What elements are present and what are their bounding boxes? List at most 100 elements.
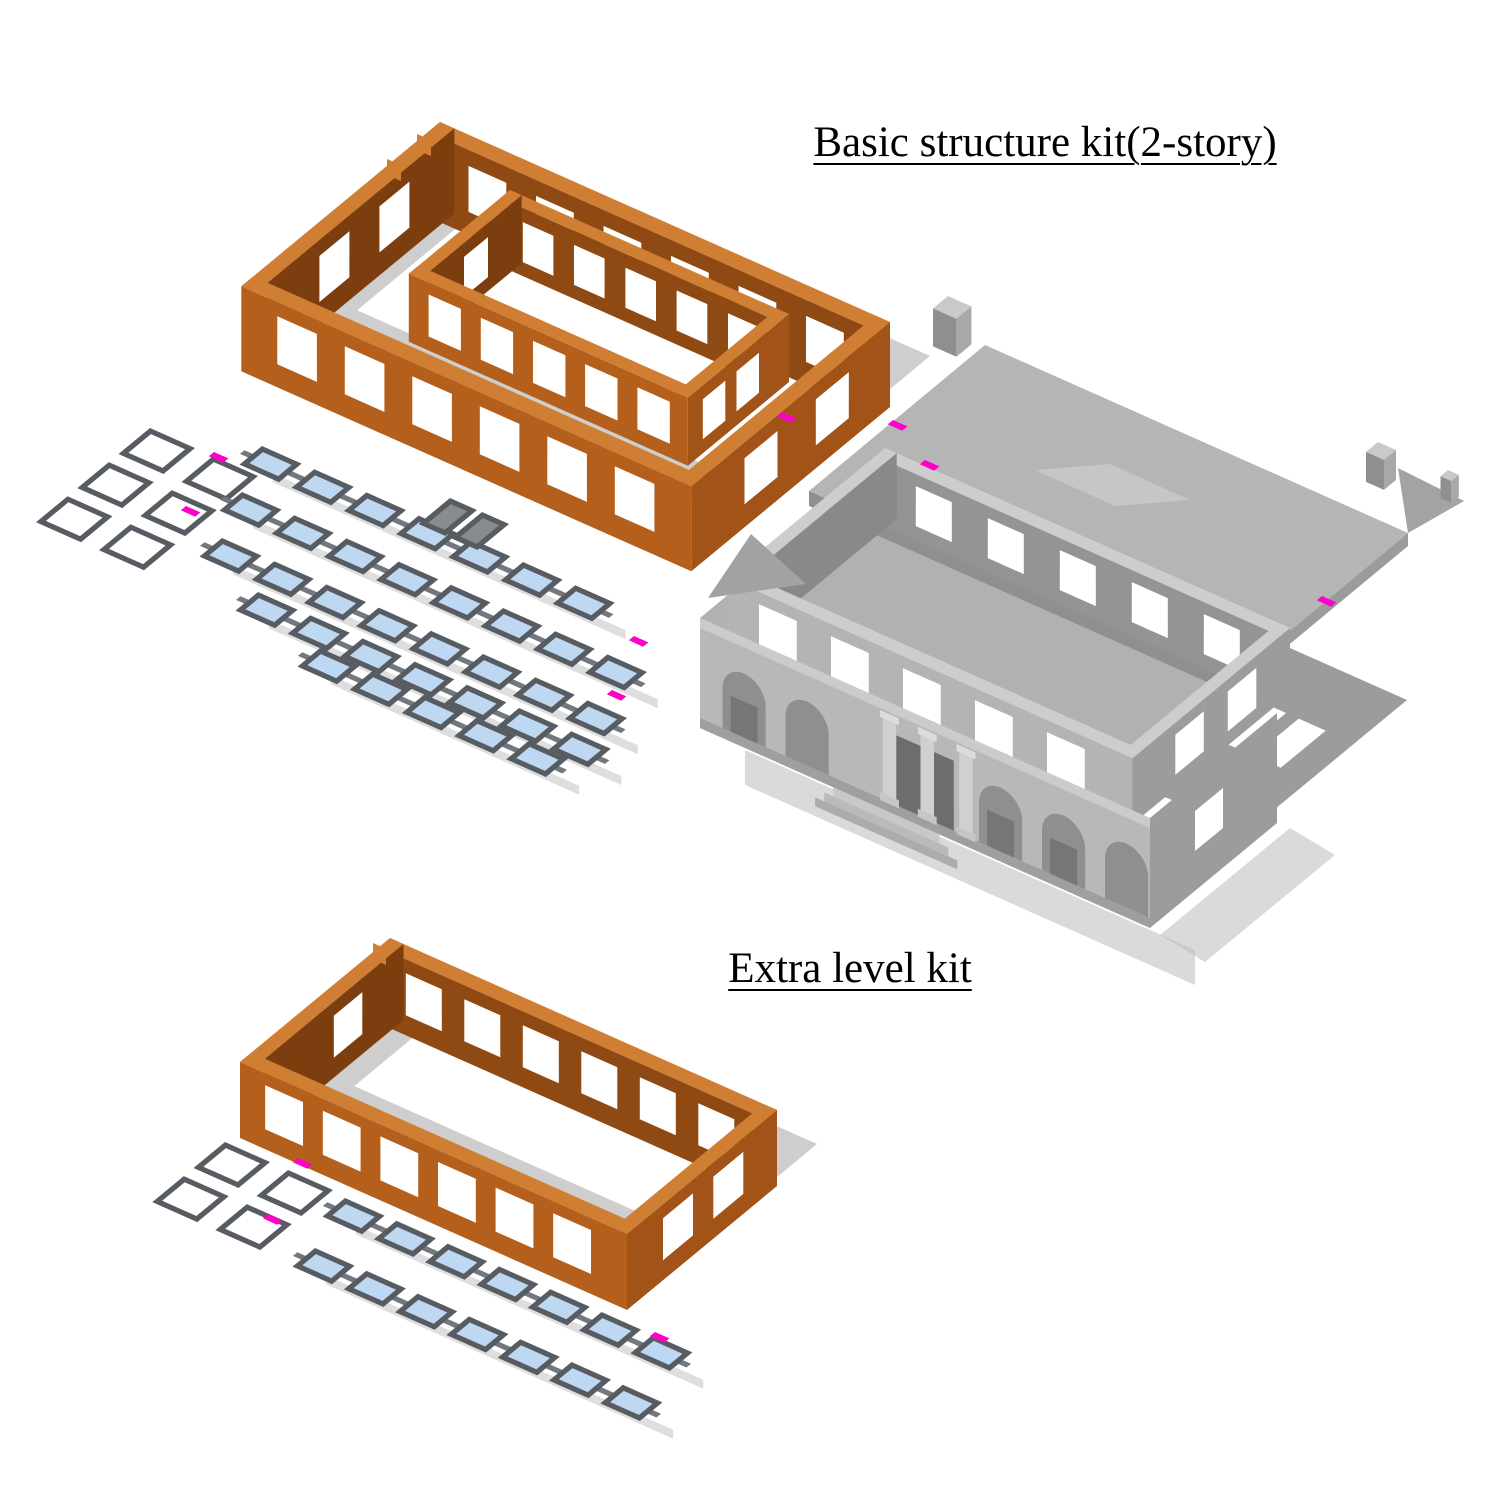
door-recess: [730, 695, 758, 744]
window-opening: [319, 231, 350, 302]
window-pane: [588, 1318, 632, 1343]
window-pane: [454, 690, 497, 715]
window-pane: [87, 468, 144, 502]
wall-rim: [240, 938, 404, 1068]
window-pane: [45, 502, 103, 537]
window-pane: [458, 544, 501, 569]
window-opening: [815, 372, 849, 446]
wall-rim: [613, 1104, 777, 1234]
extra-kit-title: Extra level kit: [728, 945, 972, 992]
window-opening: [464, 999, 501, 1058]
connector-mark: [776, 412, 797, 423]
column-capital: [956, 744, 976, 760]
window-opening: [438, 1162, 476, 1223]
window-opening: [464, 237, 488, 297]
window-pane: [332, 1204, 375, 1229]
crenellation: [417, 134, 431, 156]
window-opening: [702, 380, 726, 440]
connector-mark: [887, 420, 908, 431]
window-pane: [353, 1276, 396, 1301]
window-opening: [479, 406, 520, 472]
roof-hip: [1035, 464, 1190, 506]
wall-rim: [241, 276, 704, 487]
window-pane: [456, 1322, 499, 1347]
window-pane: [108, 530, 166, 565]
shape: [1440, 470, 1459, 481]
column-base: [956, 826, 976, 843]
sprue-rail: [200, 542, 626, 734]
crenellation: [387, 159, 401, 181]
basic-kit-title: Basic structure kit(2-story): [813, 119, 1277, 166]
window-pane: [150, 496, 207, 530]
window-pane: [359, 677, 402, 702]
window-pane: [558, 1368, 602, 1393]
connector-mark: [628, 636, 649, 647]
shape: [354, 1017, 743, 1223]
arched-opening: [785, 699, 829, 776]
connector-mark: [649, 1332, 670, 1343]
window-row-3: [199, 538, 638, 755]
window-pane: [383, 1226, 426, 1251]
window-opening: [744, 431, 778, 505]
window-pane: [225, 1210, 282, 1244]
window-opening: [581, 1051, 618, 1110]
shape: [1384, 450, 1396, 490]
window-row-4: [235, 592, 622, 786]
shape: [1440, 476, 1452, 503]
window-pane: [418, 636, 461, 661]
wall-rim: [676, 308, 789, 398]
window-pane: [516, 746, 559, 771]
window-opening: [1059, 550, 1096, 607]
basic-kit-window-sprue: [36, 428, 658, 795]
window-opening: [614, 466, 655, 532]
wall-rim: [408, 265, 698, 398]
shape: [933, 296, 972, 319]
window-opening: [380, 1136, 419, 1198]
shape: [1366, 451, 1384, 490]
window-pane: [281, 521, 324, 546]
window-pane: [313, 590, 357, 615]
connector-mark: [262, 1214, 283, 1225]
sprue-rail: [220, 496, 646, 688]
window-pane: [438, 590, 481, 615]
window-pane: [537, 1295, 580, 1320]
door-recess: [987, 809, 1015, 858]
connector-mark: [292, 1158, 313, 1169]
wall-rim: [727, 570, 1143, 759]
window-opening: [1175, 711, 1204, 775]
wall-rim: [378, 938, 777, 1120]
cornice: [700, 618, 1151, 829]
cast-shadow: [330, 675, 580, 795]
cast-shadow: [1160, 828, 1335, 962]
roof-slab: [809, 345, 1408, 679]
window-pane: [162, 1182, 219, 1216]
inner-wall-ring: [408, 190, 789, 466]
window-pane: [266, 1176, 324, 1210]
window-opening: [522, 222, 554, 276]
window-opening: [713, 1151, 744, 1219]
step: [815, 797, 958, 870]
window-opening: [522, 1025, 559, 1084]
window-opening: [277, 316, 317, 382]
connector-mark: [180, 506, 201, 517]
window-opening: [495, 1187, 534, 1249]
window-opening: [637, 387, 670, 444]
column-capital: [917, 726, 937, 743]
window-pane: [522, 683, 565, 708]
crenellation: [373, 943, 386, 965]
window-pane: [594, 660, 638, 685]
window-opening: [663, 1193, 693, 1261]
wall-rim: [875, 448, 1290, 637]
upper-story-walls: [727, 448, 1290, 825]
window-pane: [507, 1345, 550, 1370]
connector-mark: [1316, 596, 1337, 607]
window-pane: [366, 613, 409, 638]
basic-kit-ground-building: [700, 296, 1464, 985]
basic-kit-upper-walls: [241, 122, 930, 572]
connector-mark: [606, 690, 627, 701]
window-pane: [506, 714, 549, 739]
window-pane: [510, 568, 553, 593]
window-pane: [464, 723, 507, 748]
window-pane: [302, 1254, 345, 1279]
